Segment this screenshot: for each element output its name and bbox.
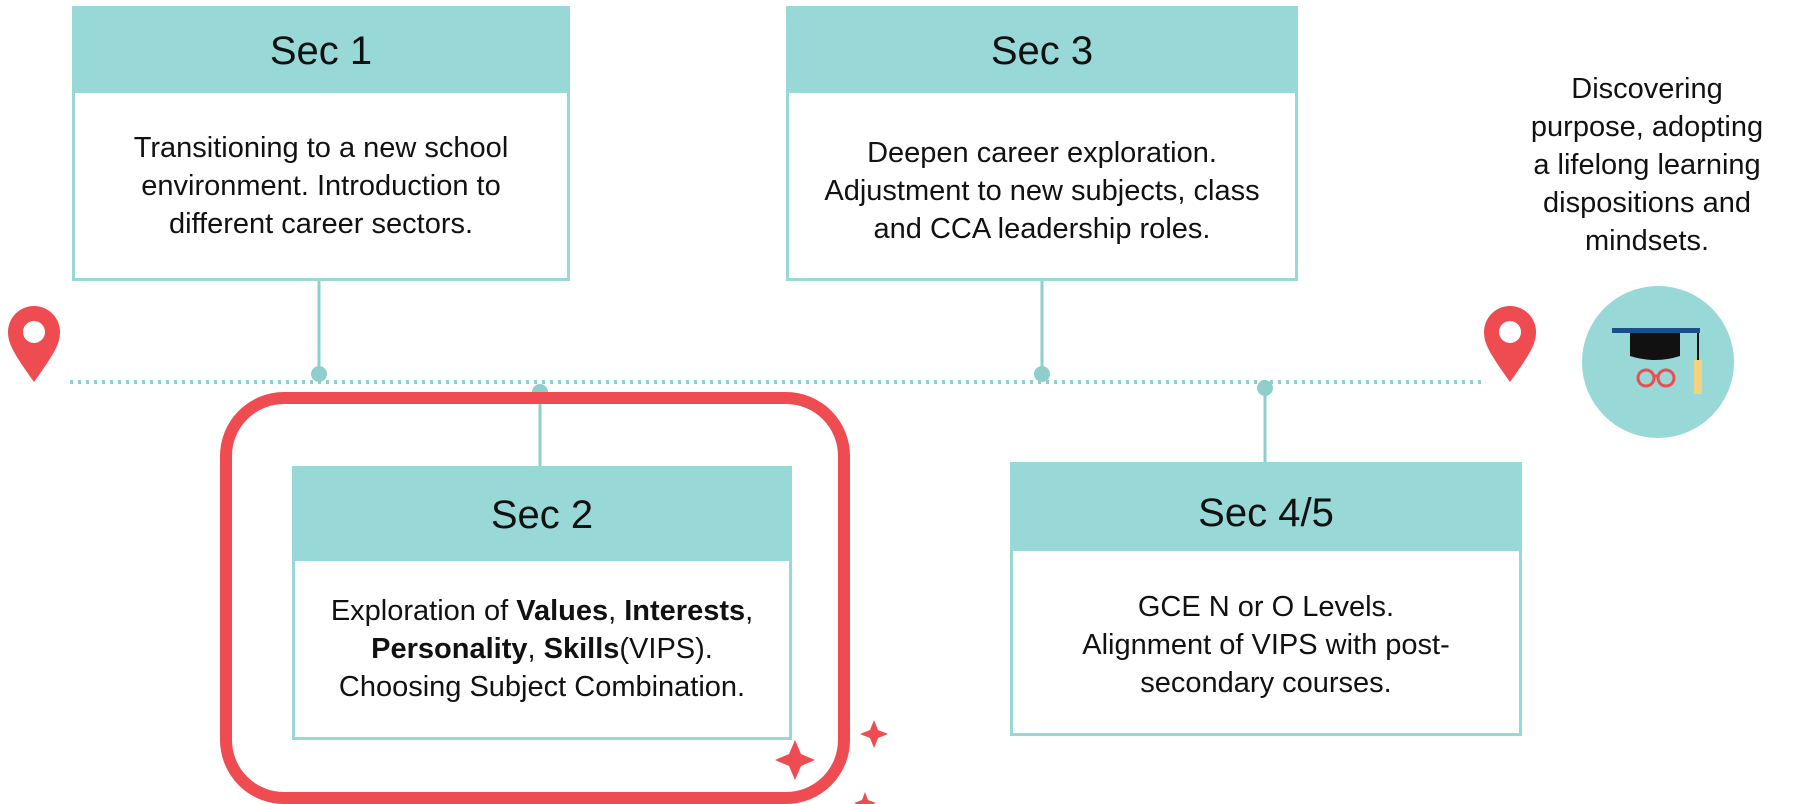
stage-description: Deepen career exploration. Adjustment to… (789, 93, 1295, 278)
description-text: , (745, 595, 754, 627)
description-text: , (527, 633, 544, 665)
outcome-note-line: purpose, adopting (1530, 111, 1764, 143)
outcome-note-line: mindsets. (1584, 225, 1710, 257)
outcome-note: Discovering purpose, adopting a lifelong… (1492, 70, 1802, 260)
sec2-highlight-frame (220, 392, 850, 804)
sparkle-icon (860, 720, 888, 748)
stage-description: Exploration of Values, Interests, Person… (295, 561, 789, 737)
timeline-node-sec3 (1034, 366, 1050, 382)
stage-description-line: Personality, Skills(VIPS). (331, 630, 753, 668)
graduation-cap-glasses-icon (1582, 286, 1734, 438)
stage-description-line: secondary courses. (1140, 667, 1392, 699)
stage-description-line: Transitioning to a new school (133, 131, 509, 164)
stage-description-line: Deepen career exploration. (867, 136, 1217, 169)
stage-description-line: Choosing Subject Combination. (338, 671, 746, 703)
vips-interests-term: Interests (624, 595, 746, 627)
stage-title: Sec 2 (295, 469, 789, 561)
stage-description-line: environment. Introduction to (141, 169, 501, 202)
stage-description-line: Adjustment to new subjects, class (824, 174, 1260, 207)
outcome-note-line: a lifelong learning (1533, 149, 1761, 181)
vips-skills-term: Skills (543, 633, 620, 665)
description-text: , (608, 595, 625, 627)
stage-title: Sec 1 (75, 9, 567, 93)
stage-card-sec1: Sec 1 Transitioning to a new school envi… (72, 6, 570, 281)
stage-description-line: GCE N or O Levels. (1137, 591, 1395, 623)
stage-card-sec4-5: Sec 4/5 GCE N or O Levels. Alignment of … (1010, 462, 1522, 736)
location-pin-icon (8, 306, 60, 382)
outcome-note-line: Discovering (1571, 73, 1723, 105)
description-text: Exploration of (330, 595, 517, 627)
stage-description-line: Exploration of Values, Interests, (331, 592, 753, 630)
stage-title: Sec 3 (789, 9, 1295, 93)
stage-description-line: and CCA leadership roles. (873, 212, 1211, 245)
stage-description-line: Alignment of VIPS with post- (1082, 629, 1450, 661)
stage-card-sec3: Sec 3 Deepen career exploration. Adjustm… (786, 6, 1298, 281)
stage-description: GCE N or O Levels. Alignment of VIPS wit… (1013, 551, 1519, 733)
vips-values-term: Values (516, 595, 609, 627)
location-pin-icon (1484, 306, 1536, 382)
stage-card-sec2: Sec 2 Exploration of Values, Interests, … (292, 466, 792, 740)
stage-description-line: different career sectors. (168, 207, 474, 240)
vips-personality-term: Personality (371, 633, 528, 665)
timeline-node-sec1 (311, 366, 327, 382)
description-text: (VIPS). (619, 633, 713, 665)
outcome-note-line: dispositions and (1543, 187, 1751, 219)
sparkle-icon (775, 740, 815, 780)
timeline-node-sec45 (1257, 380, 1273, 396)
sparkle-icon (854, 792, 876, 804)
stage-title: Sec 4/5 (1013, 465, 1519, 551)
stage-description: Transitioning to a new school environmen… (75, 93, 567, 278)
